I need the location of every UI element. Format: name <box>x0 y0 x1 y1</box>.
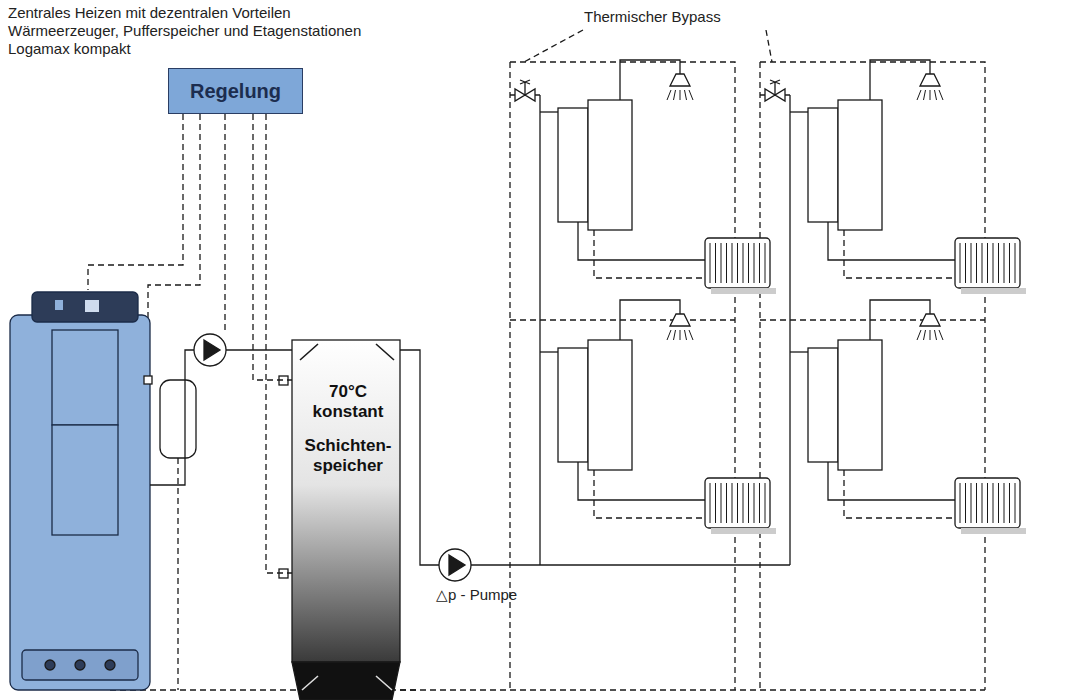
node-label: Regelung <box>190 80 281 103</box>
floor-station <box>790 300 1026 534</box>
label-text: Thermischer Bypass <box>584 8 721 26</box>
node-label: 70°C konstant <box>300 382 396 422</box>
label-text: △p - Pumpe <box>436 586 517 604</box>
control-line <box>266 114 292 573</box>
label-text: Logamax kompakt <box>8 40 131 58</box>
diagram-title: Zentrales Heizen mit dezentralen Vorteil… <box>8 4 291 22</box>
bypass-valve <box>510 80 540 101</box>
floor-station <box>540 60 776 294</box>
floor-station <box>540 300 776 534</box>
bypass-valve <box>760 80 790 101</box>
control-box: Regelung <box>168 68 303 114</box>
storage-tank: 70°C konstantSchichten- speicher <box>292 340 404 660</box>
label-text: Wärmeerzeuger, Pufferspeicher und Etagen… <box>8 22 361 40</box>
control-line <box>253 114 292 380</box>
node-label: Schichten- speicher <box>300 436 396 476</box>
floor-station <box>790 60 1026 294</box>
